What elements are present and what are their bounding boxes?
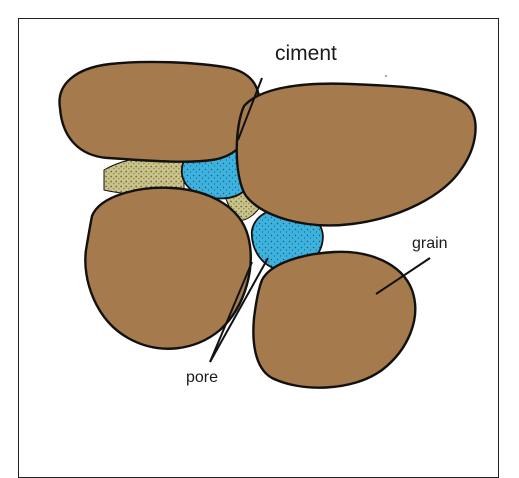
grain-bottom-right	[253, 252, 415, 388]
grain-label: grain	[412, 235, 448, 252]
speck-mark	[385, 75, 387, 77]
grain-top-left	[59, 62, 258, 162]
sediment-diagram: ciment grain pore	[0, 0, 519, 457]
grain-top-right	[237, 84, 476, 226]
ciment-label: ciment	[275, 42, 337, 65]
pore-label: pore	[186, 369, 218, 386]
